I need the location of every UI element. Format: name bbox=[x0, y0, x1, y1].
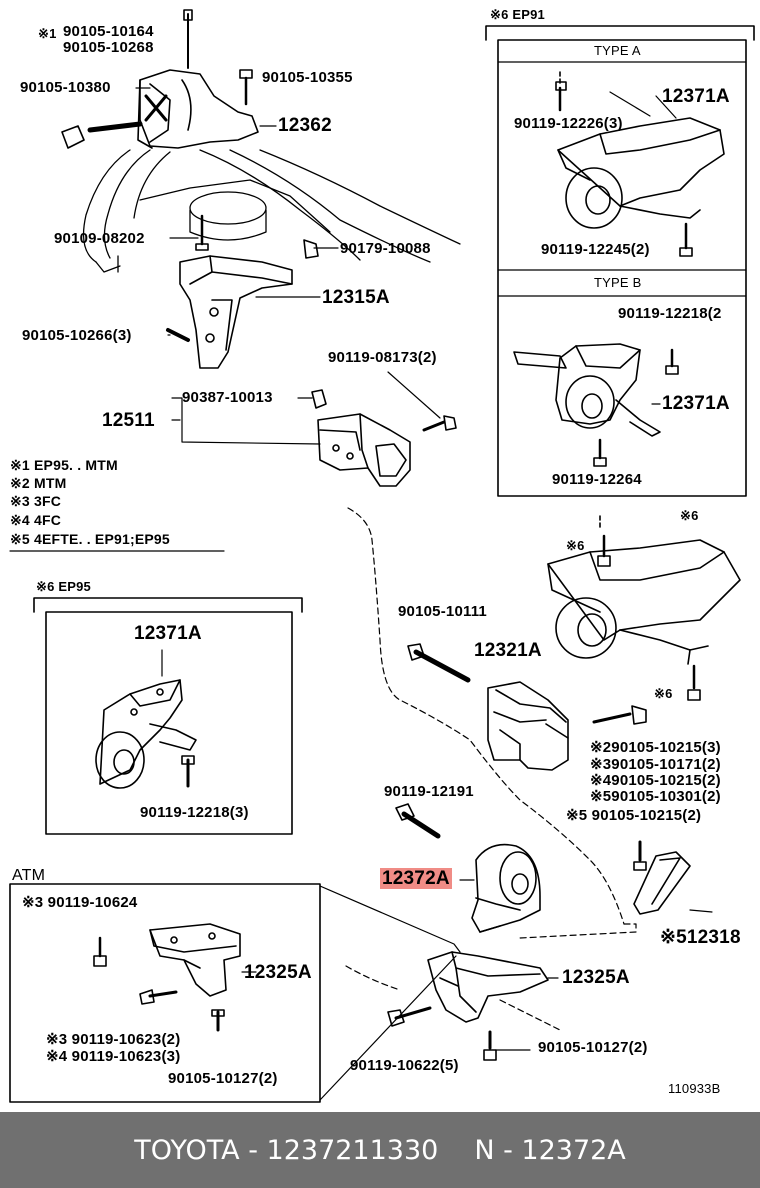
atm-box-frame bbox=[9, 883, 461, 1103]
ep95-box-title: ※6 EP95 bbox=[36, 579, 91, 594]
part-label-90105-10380[interactable]: 90105-10380 bbox=[20, 79, 111, 96]
type-b-heading: TYPE B bbox=[594, 275, 642, 290]
legend-item-5: ※5 4EFTE. . EP91;EP95 bbox=[10, 531, 170, 547]
part-label-12372A-highlighted[interactable]: 12372A bbox=[380, 868, 452, 889]
mount-12325A-illustration bbox=[387, 951, 559, 1061]
part-label-x5-90105-10215[interactable]: ※5 90105-10215(2) bbox=[566, 807, 702, 824]
ep95-mount-illustration bbox=[95, 649, 197, 789]
part-label-90119-12226[interactable]: 90119-12226(3) bbox=[514, 115, 623, 132]
bracket-12318-illustration bbox=[633, 840, 713, 915]
type-a-heading: TYPE A bbox=[594, 43, 641, 58]
footer-bar: TOYOTA - 1237211330 N - 12372A bbox=[0, 1112, 760, 1188]
mount-12511-illustration bbox=[311, 389, 457, 487]
bracket-12315A-illustration bbox=[166, 214, 319, 369]
part-label-90109-08202[interactable]: 90109-08202 bbox=[54, 230, 145, 247]
ep95-part-12371A[interactable]: 12371A bbox=[134, 623, 202, 644]
ep95-box-frame bbox=[33, 597, 303, 835]
engine-mount-12362-illustration bbox=[61, 9, 259, 149]
engine-block-outline bbox=[82, 149, 461, 273]
footer-brand-part-number: TOYOTA - 1237211330 bbox=[134, 1134, 439, 1166]
atm-box-title: ATM bbox=[12, 867, 46, 884]
ep91-box-frame bbox=[485, 25, 755, 497]
legend-item-1: ※1 EP95. . MTM bbox=[10, 457, 118, 473]
part-label-x3-90105-10171[interactable]: ※390105-10171(2) bbox=[590, 756, 721, 773]
part-label-x4-90119-10623[interactable]: ※4 90119-10623(3) bbox=[46, 1048, 181, 1065]
part-label-12325A-main[interactable]: 12325A bbox=[562, 967, 630, 988]
part-label-90119-12245[interactable]: 90119-12245(2) bbox=[541, 241, 650, 258]
note-mark-6-bolt1: ※6 bbox=[566, 538, 585, 553]
mount-12321A-illustration bbox=[407, 643, 647, 771]
part-label-12315A[interactable]: 12315A bbox=[322, 287, 390, 308]
legend-item-3: ※3 3FC bbox=[10, 493, 62, 509]
legend-item-2: ※2 MTM bbox=[10, 475, 67, 491]
part-label-90119-12218-b[interactable]: 90119-12218(2 bbox=[618, 305, 722, 322]
part-label-90119-12264[interactable]: 90119-12264 bbox=[552, 471, 642, 488]
drawing-id: 110933B bbox=[668, 1081, 721, 1096]
part-label-12318[interactable]: ※512318 bbox=[660, 927, 741, 948]
mount-12371A-right-illustration bbox=[547, 515, 741, 701]
part-label-90105-10164[interactable]: 90105-10164 bbox=[63, 23, 154, 40]
part-label-x2-90105-10215[interactable]: ※290105-10215(3) bbox=[590, 739, 721, 756]
transaxle-outline-dashed bbox=[345, 507, 637, 1031]
note-mark-1: ※1 bbox=[38, 26, 57, 41]
part-label-90105-10268[interactable]: 90105-10268 bbox=[63, 39, 154, 56]
note-mark-6-bolt2: ※6 bbox=[654, 686, 673, 701]
part-label-x3-90119-10623[interactable]: ※3 90119-10623(2) bbox=[46, 1031, 181, 1048]
part-label-90105-10266[interactable]: 90105-10266(3) bbox=[22, 327, 132, 344]
part-label-x3-90119-10624[interactable]: ※3 90119-10624 bbox=[22, 894, 138, 911]
leader-lines bbox=[135, 87, 441, 445]
atm-part-12325A[interactable]: 12325A bbox=[244, 962, 312, 983]
note-mark-6-top: ※6 bbox=[680, 508, 699, 523]
type-b-mount-illustration bbox=[513, 343, 679, 467]
legend-item-4: ※4 4FC bbox=[10, 512, 62, 528]
part-label-90119-10622[interactable]: 90119-10622(5) bbox=[350, 1057, 459, 1074]
part-label-90119-08173[interactable]: 90119-08173(2) bbox=[328, 349, 437, 366]
atm-mount-illustration bbox=[93, 923, 257, 1032]
part-label-12511[interactable]: 12511 bbox=[102, 410, 155, 431]
type-a-part-12371A[interactable]: 12371A bbox=[662, 86, 730, 107]
part-label-90387-10013[interactable]: 90387-10013 bbox=[182, 389, 273, 406]
part-label-x4-90105-10215[interactable]: ※490105-10215(2) bbox=[590, 772, 721, 789]
type-a-mount-illustration bbox=[555, 71, 725, 257]
part-label-90119-12191[interactable]: 90119-12191 bbox=[384, 783, 474, 800]
mount-12372A-illustration bbox=[395, 803, 541, 933]
part-label-90119-12218-ep95[interactable]: 90119-12218(3) bbox=[140, 804, 249, 821]
part-label-90105-10127-atm[interactable]: 90105-10127(2) bbox=[168, 1070, 278, 1087]
part-label-90105-10111[interactable]: 90105-10111 bbox=[398, 603, 487, 620]
footer-reference: N - 12372A bbox=[474, 1134, 626, 1166]
part-label-x5-90105-10301[interactable]: ※590105-10301(2) bbox=[590, 788, 721, 805]
parts-diagram-drawing bbox=[9, 9, 755, 1103]
part-label-90105-10355[interactable]: 90105-10355 bbox=[262, 69, 353, 86]
part-label-90179-10088[interactable]: 90179-10088 bbox=[340, 240, 431, 257]
type-b-part-12371A[interactable]: 12371A bbox=[662, 393, 730, 414]
part-label-12362[interactable]: 12362 bbox=[278, 115, 332, 136]
part-label-90105-10127-main[interactable]: 90105-10127(2) bbox=[538, 1039, 648, 1056]
part-label-12321A[interactable]: 12321A bbox=[474, 640, 542, 661]
ep91-box-title: ※6 EP91 bbox=[490, 7, 545, 22]
